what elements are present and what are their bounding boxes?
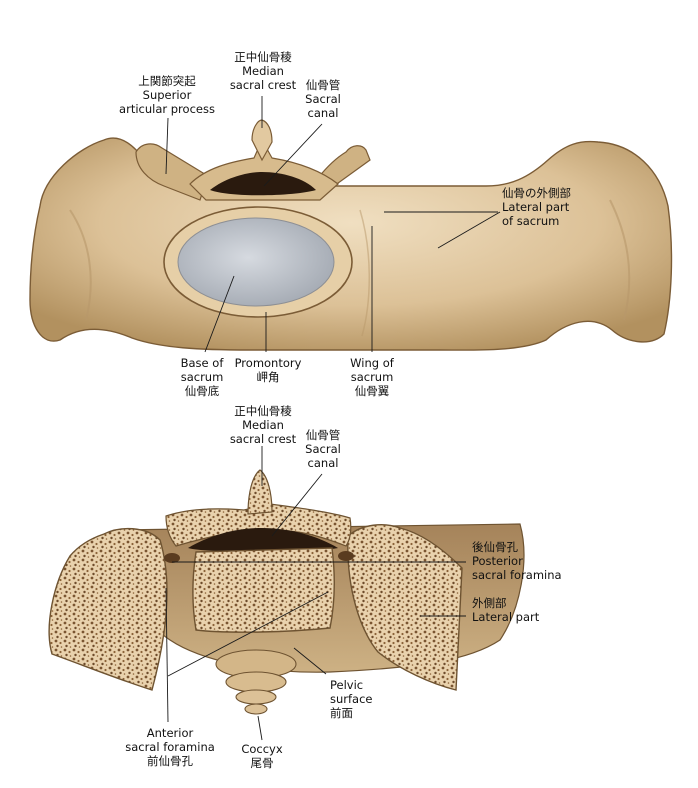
coccyx-segment-4 [244,703,268,715]
coccyx-segment-2 [225,671,287,693]
sacral-canal-section [188,528,338,552]
cross-section-view [48,469,525,715]
label-wing-of-sacrum: Wing of sacrum 仙骨翼 [350,356,394,398]
label-promontory: Promontory 岬角 [234,356,302,384]
sacral-canal-opening [210,172,316,196]
vertebral-body-section [192,547,335,633]
posterior-foramen-right [338,551,354,561]
left-lateral-section [48,527,168,691]
label-pelvic-surface: Pelvic surface 前面 [330,678,373,720]
label-coccyx: Coccyx 尾骨 [241,742,283,770]
label-anterior-sacral-foramina: Anterior sacral foramina 前仙骨孔 [125,726,215,768]
label-sacral-canal-top: 仙骨管 Sacral canal [305,78,341,120]
posterior-foramen-left [164,553,180,563]
superior-view [29,119,673,351]
label-median-sacral-crest-bottom: 正中仙骨稜 Median sacral crest [229,404,297,446]
right-lateral-section [347,524,463,691]
label-median-sacral-crest-top: 正中仙骨稜 Median sacral crest [229,50,297,92]
label-posterior-sacral-foramina: 後仙骨孔 Posterior sacral foramina [472,540,562,582]
coccyx-segment-3 [235,689,277,705]
label-superior-articular-process: 上関節突起 Superior articular process [119,74,215,116]
label-sacral-canal-bottom: 仙骨管 Sacral canal [305,428,341,470]
median-crest-section [247,469,273,515]
base-of-sacrum-surface [177,217,335,307]
label-lateral-part: 外側部 Lateral part [472,596,540,624]
label-lateral-part-of-sacrum: 仙骨の外側部 Lateral part of sacrum [502,186,571,228]
label-base-of-sacrum: Base of sacrum 仙骨底 [180,356,224,398]
leader-lines [165,96,501,741]
